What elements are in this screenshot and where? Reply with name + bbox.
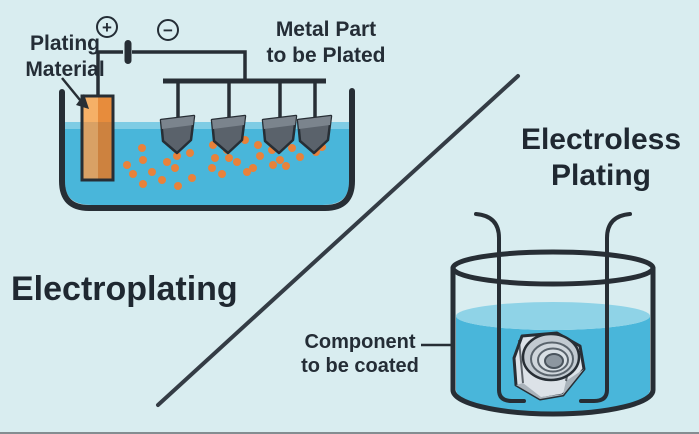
tank-solution-surface — [65, 122, 349, 129]
electroless-plating-title: Electroless Plating — [520, 123, 682, 192]
plating-material-label: Plating Material — [25, 32, 105, 81]
negative-terminal-icon: − — [157, 19, 179, 41]
circuit-wiring — [96, 50, 326, 118]
ion-particles — [123, 136, 326, 190]
divider-line — [156, 74, 520, 407]
electroplating-tank — [59, 40, 355, 211]
battery-icon — [124, 40, 132, 64]
hex-nut-component — [512, 331, 586, 401]
screenshot-bottom-edge — [0, 432, 699, 434]
positive-terminal-icon: + — [96, 16, 118, 38]
beaker-walls — [450, 265, 656, 417]
component-label: Component to be coated — [301, 331, 419, 378]
electroplating-title: Electroplating — [11, 270, 238, 308]
tank-outline — [59, 88, 355, 211]
metal-part-hooks — [159, 114, 333, 155]
plating-material-arrow — [61, 77, 89, 109]
plating-material-anode — [80, 94, 115, 182]
electroless-beaker — [421, 212, 656, 417]
suspension-wires — [474, 212, 632, 403]
beaker-solution-surface — [456, 302, 650, 330]
beaker-rim — [450, 249, 656, 287]
metal-part-label: Metal Part to be Plated — [266, 18, 386, 67]
